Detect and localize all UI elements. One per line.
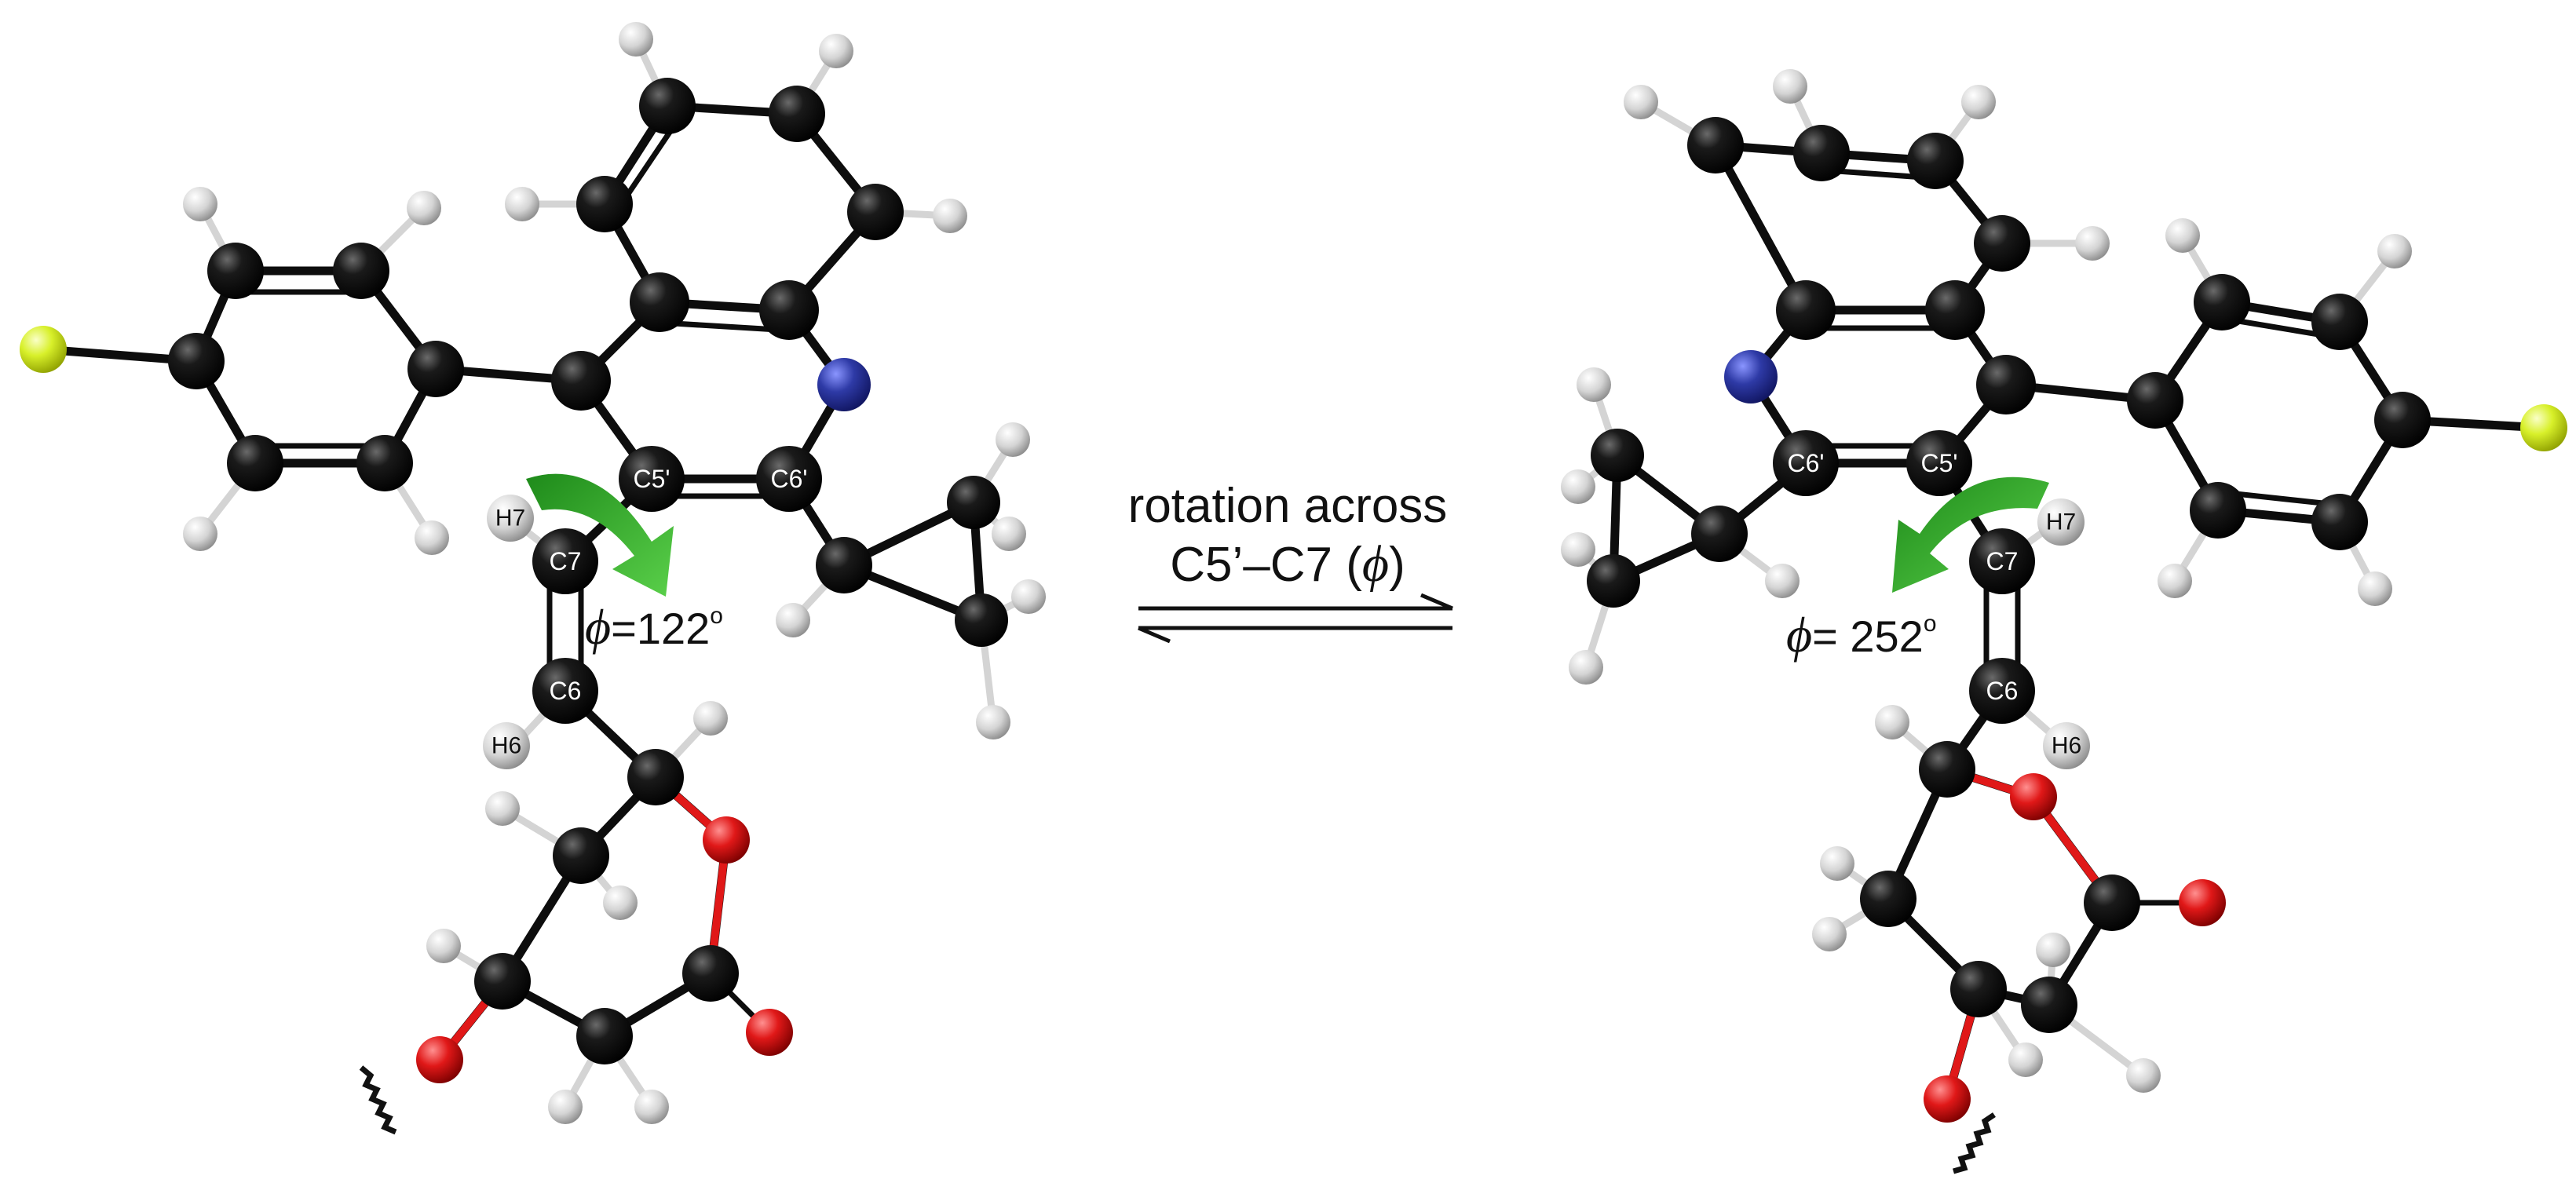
oxygen-atom <box>2179 879 2226 926</box>
right-labels: C6' C5' C7 C6 H7 H6 <box>1787 449 2081 759</box>
right-wavy-bond <box>1953 1112 1996 1174</box>
nitrogen-atom <box>817 358 871 411</box>
fluorine-atom <box>20 326 67 373</box>
left-double-bonds <box>247 119 780 1035</box>
right-phi-label: ϕ= 252o <box>1786 607 1937 663</box>
left-labels: C5' C6' C7 C6 H7 H6 <box>491 465 808 759</box>
left-rotation-arrow <box>526 473 674 597</box>
caption-line1: rotation across <box>1128 479 1448 533</box>
label-c6: C6 <box>550 677 582 705</box>
left-conformer: C5' C6' C7 C6 H7 H6 ϕ=122o <box>20 22 1046 1135</box>
label-h7: H7 <box>2046 509 2076 535</box>
oxygen-atom <box>1924 1075 1971 1123</box>
label-c6: C6 <box>1986 677 2019 705</box>
equilibrium-arrows <box>1138 593 1453 644</box>
label-c6p: C6' <box>1787 449 1824 477</box>
label-h6: H6 <box>2052 733 2081 759</box>
label-c7: C7 <box>550 547 582 575</box>
fluorine-atom <box>2520 404 2567 451</box>
label-h6: H6 <box>491 733 521 759</box>
right-conformer: C6' C5' C7 C6 H7 H6 ϕ= 252o <box>1561 69 2567 1174</box>
label-c5p: C5' <box>1920 449 1957 477</box>
oxygen-atom <box>746 1009 793 1056</box>
label-c5p: C5' <box>633 465 670 493</box>
right-bonds <box>1609 141 2549 1104</box>
caption-line2: C5’–C7 (ϕ) <box>1170 535 1405 593</box>
oxygen-atom <box>416 1036 463 1083</box>
label-c7: C7 <box>1986 547 2019 575</box>
oxygen-atom <box>703 816 750 864</box>
right-rotation-arrow <box>1892 477 2049 593</box>
left-o-bonds <box>436 773 730 1064</box>
label-c6p: C6' <box>770 465 807 493</box>
oxygen-atom <box>2010 773 2057 820</box>
right-atoms <box>1561 69 2567 1123</box>
label-h7: H7 <box>495 506 525 531</box>
left-wavy-bond <box>359 1065 397 1135</box>
nitrogen-atom <box>1724 350 1778 403</box>
left-atoms <box>20 22 1046 1124</box>
left-phi-label: ϕ=122o <box>585 599 723 655</box>
rotation-caption: rotation across C5’–C7 (ϕ) <box>1128 479 1453 644</box>
